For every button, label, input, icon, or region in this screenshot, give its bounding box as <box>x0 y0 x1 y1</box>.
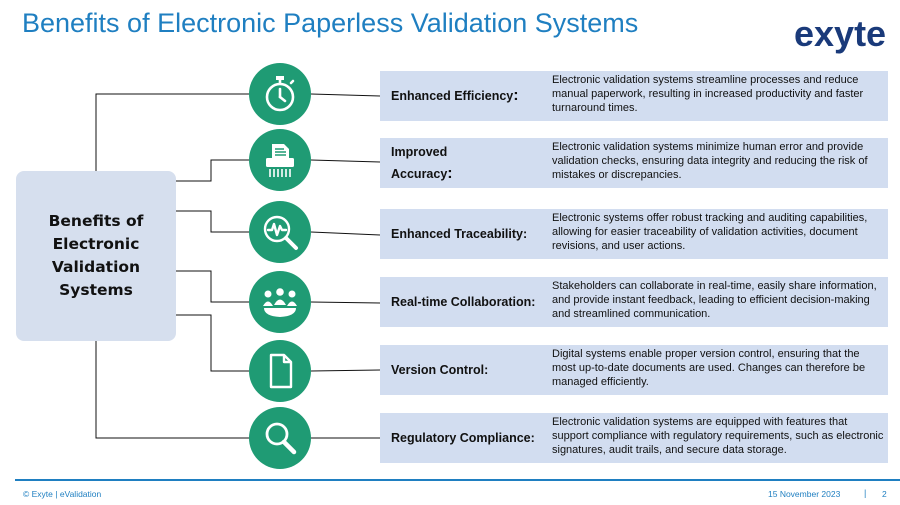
benefit-card-accuracy: Improved Accuracy: Electronic validation… <box>380 138 888 188</box>
footer-date: 15 November 2023 <box>768 489 841 499</box>
stopwatch-icon <box>249 63 311 125</box>
benefit-description: Electronic validation systems are equipp… <box>552 416 884 456</box>
search-icon <box>249 407 311 469</box>
page-number: 2 <box>882 489 887 499</box>
benefit-label: Enhanced Traceability: <box>391 227 528 241</box>
benefit-description: Electronic validation systems streamline… <box>552 74 864 114</box>
benefit-description: Stakeholders can collaborate in real-tim… <box>552 280 877 320</box>
benefit-card-collaboration: Real-time Collaboration: Stakeholders ca… <box>380 277 888 327</box>
benefit-label: Regulatory Compliance: <box>391 431 535 445</box>
benefit-label-line1: Improved <box>391 145 448 159</box>
magnifier-pulse-icon <box>249 201 311 263</box>
page-title: Benefits of Electronic Paperless Validat… <box>22 8 639 38</box>
benefit-card-version-control: Version Control: Digital systems enable … <box>380 345 888 395</box>
benefit-label: Improved Accuracy: <box>391 138 551 188</box>
exyte-logo: exyte <box>794 13 886 54</box>
center-topic-box: Benefits of Electronic Validation System… <box>16 171 176 341</box>
logo-text: exyte <box>794 13 886 54</box>
benefit-description: Electronic systems offer robust tracking… <box>552 212 868 252</box>
benefit-card-traceability: Enhanced Traceability: Electronic system… <box>380 209 888 259</box>
team-icon <box>249 271 311 333</box>
benefit-label: Real-time Collaboration: <box>391 295 536 309</box>
shredder-icon <box>249 129 311 191</box>
footer-divider <box>15 479 900 481</box>
benefit-card-compliance: Regulatory Compliance: Electronic valida… <box>380 413 888 463</box>
benefit-card-efficiency: Enhanced Efficiency: Electronic validati… <box>380 71 888 121</box>
benefit-label-line2: Accuracy <box>391 167 448 181</box>
document-icon <box>249 340 311 402</box>
center-topic-label: Benefits of Electronic Validation System… <box>48 212 144 299</box>
footer-copyright: © Exyte | eValidation <box>23 489 102 499</box>
benefit-description: Electronic validation systems minimize h… <box>552 141 868 181</box>
benefit-label: Enhanced Efficiency: <box>391 87 519 104</box>
footer-separator: | <box>864 488 867 498</box>
benefit-description: Digital systems enable proper version co… <box>552 348 866 388</box>
benefit-label: Version Control: <box>391 363 489 377</box>
